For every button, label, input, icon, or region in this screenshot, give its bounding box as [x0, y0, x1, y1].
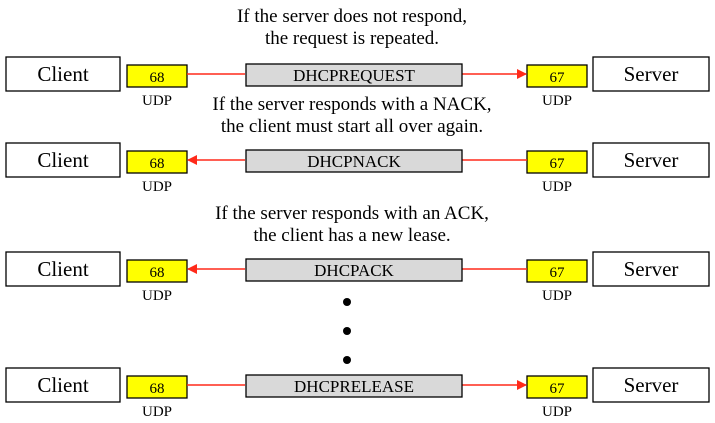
message-label: DHCPNACK	[307, 152, 401, 171]
server-udp-label: UDP	[542, 404, 572, 420]
client-port-box	[126, 375, 188, 399]
continuation-dot	[343, 298, 351, 306]
server-port-label: 67	[550, 265, 566, 281]
message-label: DHCPRELEASE	[294, 377, 414, 396]
server-port-box	[526, 375, 588, 399]
message-label: DHCPREQUEST	[293, 66, 415, 85]
client-udp-label: UDP	[142, 404, 172, 420]
continuation-dots	[343, 298, 351, 364]
client-udp-label: UDP	[142, 93, 172, 109]
client-box	[5, 367, 121, 403]
server-udp-label: UDP	[542, 93, 572, 109]
server-box	[592, 142, 710, 178]
server-label: Server	[624, 148, 679, 172]
server-port-label: 67	[550, 70, 566, 86]
message-box	[245, 149, 463, 173]
note-line: If the server responds with a NACK,	[212, 94, 491, 115]
client-box	[5, 251, 121, 287]
server-udp-label: UDP	[542, 288, 572, 304]
client-box	[5, 56, 121, 92]
message-label: DHCPACK	[314, 261, 394, 280]
note-line: the client must start all over again.	[221, 116, 483, 137]
server-box	[592, 56, 710, 92]
server-label: Server	[624, 62, 679, 86]
continuation-dot	[343, 356, 351, 364]
server-box	[592, 367, 710, 403]
client-port-label: 68	[150, 265, 165, 281]
server-port-label: 67	[550, 156, 566, 172]
client-label: Client	[37, 148, 88, 172]
client-port-box	[126, 64, 188, 88]
client-label: Client	[37, 62, 88, 86]
message-box	[245, 63, 463, 87]
message-box	[245, 258, 463, 282]
continuation-dot	[343, 327, 351, 335]
message-box	[245, 374, 463, 398]
client-label: Client	[37, 373, 88, 397]
client-port-label: 68	[150, 70, 165, 86]
client-port-label: 68	[150, 381, 165, 397]
server-port-label: 67	[550, 381, 566, 397]
rows-layer: If the server does not respond,the reque…	[5, 6, 710, 420]
client-udp-label: UDP	[142, 288, 172, 304]
server-udp-label: UDP	[542, 179, 572, 195]
server-label: Server	[624, 257, 679, 281]
note-line: the client has a new lease.	[253, 225, 450, 246]
server-port-box	[526, 259, 588, 283]
note-line: If the server does not respond,	[237, 6, 467, 27]
client-port-label: 68	[150, 156, 165, 172]
client-box	[5, 142, 121, 178]
client-udp-label: UDP	[142, 179, 172, 195]
server-label: Server	[624, 373, 679, 397]
server-box	[592, 251, 710, 287]
server-port-box	[526, 64, 588, 88]
client-label: Client	[37, 257, 88, 281]
note-line: If the server responds with an ACK,	[215, 203, 489, 224]
note-line: the request is repeated.	[265, 28, 439, 49]
server-port-box	[526, 150, 588, 174]
